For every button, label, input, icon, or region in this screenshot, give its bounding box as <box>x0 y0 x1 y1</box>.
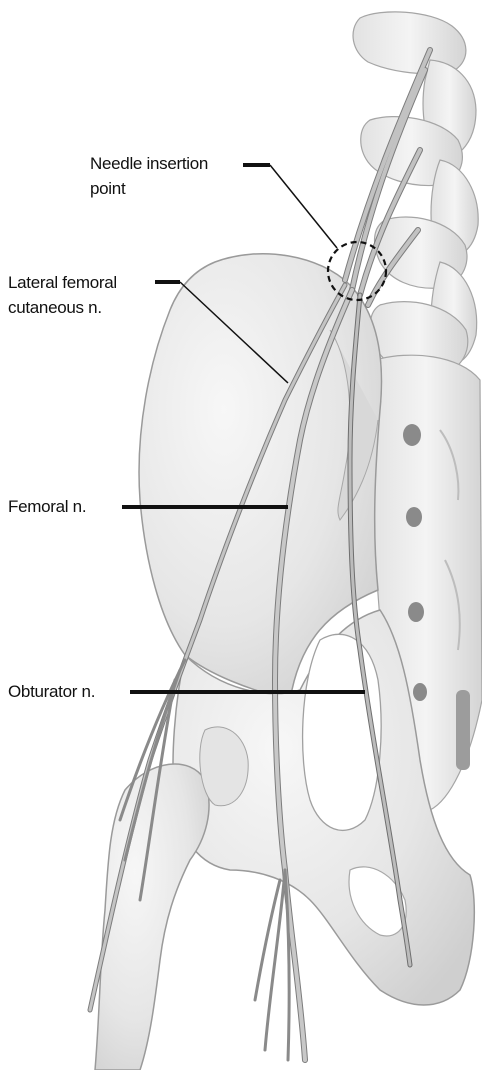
label-lateral-femoral-cutaneous: Lateral femoral cutaneous n. <box>8 272 117 318</box>
label-femoral-nerve: Femoral n. <box>8 496 86 517</box>
label-obturator-nerve: Obturator n. <box>8 681 95 702</box>
obturator-foramen <box>303 634 382 830</box>
label-needle-insertion-point: Needle insertion point <box>90 153 208 199</box>
